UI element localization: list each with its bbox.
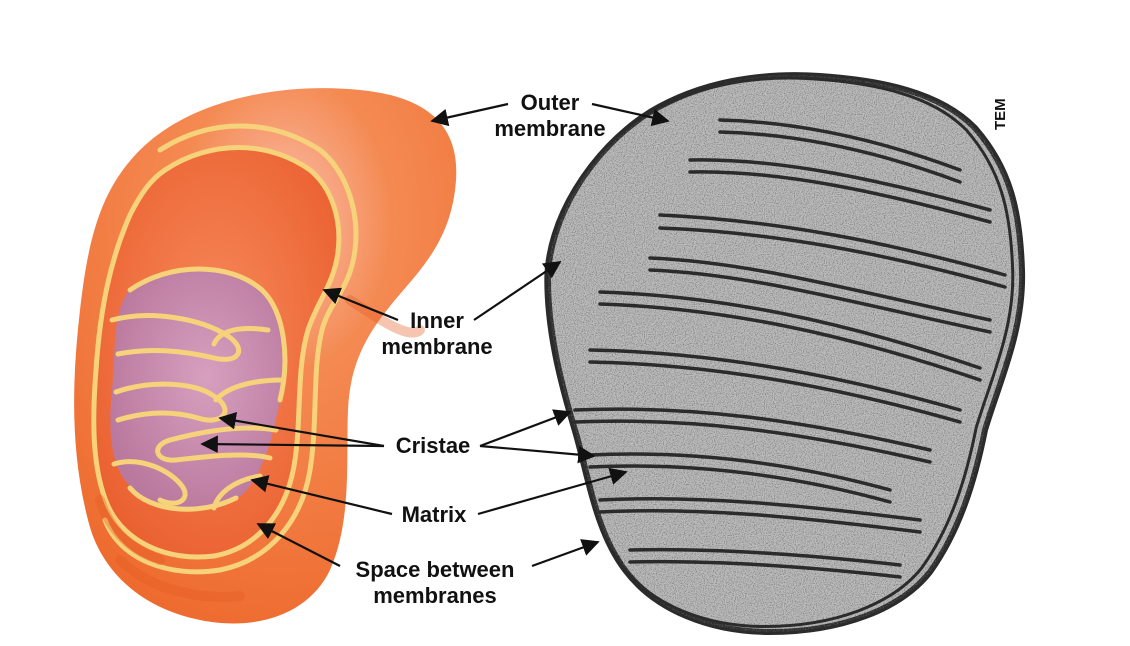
- outer-ridges: [95, 295, 425, 602]
- matrix-arrow-right: [477, 467, 628, 516]
- outer-membrane-arrow-left: [430, 102, 509, 127]
- outer-membrane-arrow-right: [591, 102, 670, 127]
- matrix-arrow-left: [250, 475, 393, 516]
- label-space-line1: Space between: [355, 557, 515, 582]
- space-arrow-left: [256, 523, 341, 567]
- label-space-between-membranes: Space between membranes: [330, 557, 540, 609]
- label-outer-membrane-line1: Outer: [520, 90, 580, 115]
- micrograph-texture: [548, 75, 1023, 632]
- micrograph-cristae: [573, 118, 1007, 579]
- label-inner-membrane: Inner membrane: [362, 308, 512, 360]
- mitochondrion-illustration: [74, 88, 457, 624]
- inner-membrane-arrow-right: [473, 261, 562, 321]
- cristae-arrow-left-2: [200, 435, 385, 453]
- leader-lines: [200, 102, 670, 568]
- label-space-line2: membranes: [373, 583, 497, 608]
- micrograph-membrane: [544, 76, 1015, 628]
- label-inner-membrane-line2: membrane: [381, 334, 493, 359]
- label-matrix: Matrix: [384, 502, 484, 528]
- space-arrow-right: [531, 539, 600, 568]
- label-outer-membrane-line2: membrane: [494, 116, 606, 141]
- label-inner-membrane-line1: Inner: [410, 308, 464, 333]
- cristae-arrow-right-1: [479, 409, 572, 448]
- cristae-arrow-left-1: [218, 411, 385, 448]
- label-cristae: Cristae: [378, 433, 488, 459]
- label-cristae-text: Cristae: [395, 433, 471, 458]
- outer-cut-edge: [102, 123, 359, 575]
- inner-membrane-arrow-left: [322, 287, 399, 322]
- cristae-arrow-right-2: [479, 444, 596, 464]
- tem-micrograph: [544, 72, 1026, 636]
- label-matrix-text: Matrix: [401, 502, 467, 527]
- tem-tag: TEM: [992, 98, 1009, 130]
- label-outer-membrane: Outer membrane: [470, 90, 630, 142]
